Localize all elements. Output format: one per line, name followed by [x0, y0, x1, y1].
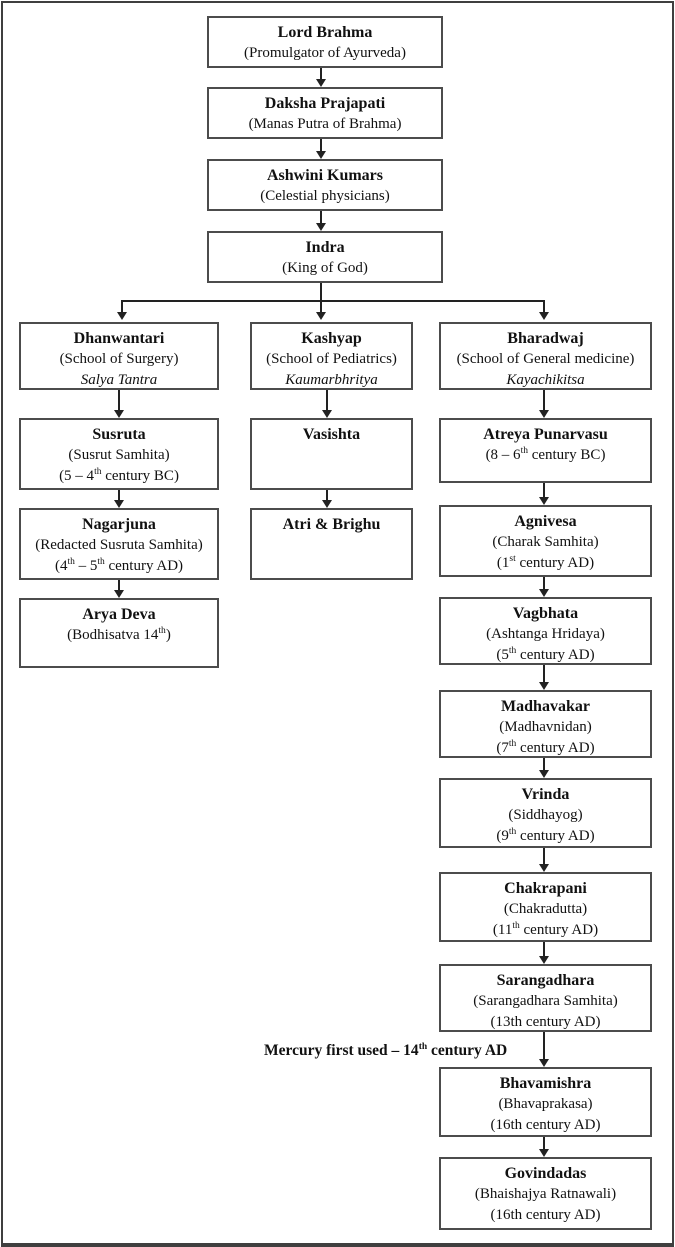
node-subtitle: (Manas Putra of Brahma) — [248, 116, 402, 132]
node-daksha-prajapati: Daksha Prajapati (Manas Putra of Brahma) — [207, 87, 443, 139]
node-vasishta: Vasishta — [250, 418, 413, 490]
node-subtitle: (Redacted Susruta Samhita) — [35, 537, 203, 553]
node-title: Govindadas — [504, 1165, 587, 1182]
node-subtitle: (Bodhisatva 14th) — [67, 626, 171, 643]
connector-arrow — [539, 665, 549, 690]
node-title: Vrinda — [521, 786, 570, 803]
node-period: (16th century AD) — [490, 1117, 601, 1133]
node-atri-brighu: Atri & Brighu — [250, 508, 413, 580]
connector-arrow — [539, 577, 549, 597]
node-period: (5th century AD) — [496, 646, 595, 663]
node-sanskrit-term: Kayachikitsa — [506, 372, 585, 388]
node-indra: Indra (King of God) — [207, 231, 443, 283]
connector-arrow — [539, 483, 549, 505]
node-period: (9th century AD) — [496, 827, 595, 844]
node-title: Atreya Punarvasu — [483, 426, 608, 443]
connector-arrow — [316, 139, 326, 159]
node-subtitle: (School of Surgery) — [59, 351, 179, 367]
node-title: Ashwini Kumars — [266, 167, 384, 184]
connector-arrow — [114, 580, 124, 598]
connector-arrow — [316, 301, 326, 320]
node-ashwini-kumars: Ashwini Kumars (Celestial physicians) — [207, 159, 443, 211]
node-subtitle: (Celestial physicians) — [260, 188, 390, 204]
node-period: (4th – 5th century AD) — [54, 557, 184, 574]
node-lord-brahma: Lord Brahma (Promulgator of Ayurveda) — [207, 16, 443, 68]
node-sanskrit-term: Kaumarbhritya — [285, 372, 378, 388]
connector-arrow — [539, 301, 549, 320]
connector-line — [121, 300, 545, 302]
node-susruta: Susruta (Susrut Samhita) (5 – 4th centur… — [19, 418, 219, 490]
connector-arrow — [322, 490, 332, 508]
connector-arrow — [316, 68, 326, 87]
node-subtitle: (Susrut Samhita) — [68, 447, 170, 463]
node-dhanwantari: Dhanwantari (School of Surgery) Salya Ta… — [19, 322, 219, 390]
connector-arrow — [114, 490, 124, 508]
connector-arrow — [539, 848, 549, 872]
node-vrinda: Vrinda (Siddhayog) (9th century AD) — [439, 778, 652, 848]
node-subtitle: (Madhavnidan) — [499, 719, 592, 735]
node-arya-deva: Arya Deva (Bodhisatva 14th) — [19, 598, 219, 668]
connector-arrow — [322, 390, 332, 418]
node-period: (1st century AD) — [496, 554, 595, 571]
node-bharadwaj: Bharadwaj (School of General medicine) K… — [439, 322, 652, 390]
connector-arrow — [539, 942, 549, 964]
node-title: Susruta — [92, 426, 146, 443]
node-title: Arya Deva — [82, 606, 156, 623]
node-subtitle: (Sarangadhara Samhita) — [473, 993, 618, 1009]
node-title: Bhavamishra — [499, 1075, 592, 1092]
node-atreya-punarvasu: Atreya Punarvasu (8 – 6th century BC) — [439, 418, 652, 483]
node-title: Nagarjuna — [82, 516, 156, 533]
node-subtitle: (School of General medicine) — [456, 351, 635, 367]
node-subtitle: (King of God) — [282, 260, 368, 276]
node-title: Agnivesa — [514, 513, 577, 530]
node-title: Chakrapani — [504, 880, 587, 897]
node-subtitle: (Bhavaprakasa) — [498, 1096, 593, 1112]
node-chakrapani: Chakrapani (Chakradutta) (11th century A… — [439, 872, 652, 942]
node-period: (16th century AD) — [490, 1207, 601, 1223]
connector-line — [320, 283, 322, 301]
node-period: (11th century AD) — [492, 921, 599, 938]
node-period: (13th century AD) — [490, 1014, 601, 1030]
node-period: (8 – 6th century BC) — [485, 446, 606, 463]
node-title: Vasishta — [302, 426, 361, 443]
mercury-annotation: Mercury first used – 14th century AD — [264, 1041, 508, 1059]
node-period: (7th century AD) — [496, 739, 595, 756]
node-agnivesa: Agnivesa (Charak Samhita) (1st century A… — [439, 505, 652, 577]
node-title: Bharadwaj — [507, 330, 584, 347]
connector-arrow — [539, 1032, 549, 1067]
node-nagarjuna: Nagarjuna (Redacted Susruta Samhita) (4t… — [19, 508, 219, 580]
node-subtitle: (School of Pediatrics) — [266, 351, 397, 367]
node-sanskrit-term: Salya Tantra — [80, 372, 158, 388]
node-kashyap: Kashyap (School of Pediatrics) Kaumarbhr… — [250, 322, 413, 390]
node-title: Vagbhata — [512, 605, 579, 622]
node-title: Daksha Prajapati — [264, 95, 386, 112]
node-vagbhata: Vagbhata (Ashtanga Hridaya) (5th century… — [439, 597, 652, 665]
node-govindadas: Govindadas (Bhaishajya Ratnawali) (16th … — [439, 1157, 652, 1230]
node-title: Indra — [305, 239, 345, 256]
node-title: Lord Brahma — [277, 24, 373, 41]
node-madhavakar: Madhavakar (Madhavnidan) (7th century AD… — [439, 690, 652, 758]
node-period: (5 – 4th century BC) — [59, 467, 179, 484]
node-subtitle: (Siddhayog) — [508, 807, 583, 823]
node-bhavamishra: Bhavamishra (Bhavaprakasa) (16th century… — [439, 1067, 652, 1137]
node-subtitle: (Charak Samhita) — [492, 534, 599, 550]
connector-arrow — [539, 390, 549, 418]
node-subtitle: (Bhaishajya Ratnawali) — [474, 1186, 617, 1202]
connector-arrow — [539, 1137, 549, 1157]
node-sarangadhara: Sarangadhara (Sarangadhara Samhita) (13t… — [439, 964, 652, 1032]
node-title: Kashyap — [301, 330, 362, 347]
connector-arrow — [539, 758, 549, 778]
node-subtitle: (Ashtanga Hridaya) — [486, 626, 605, 642]
connector-arrow — [117, 301, 127, 320]
connector-arrow — [316, 211, 326, 231]
node-title: Sarangadhara — [496, 972, 595, 989]
connector-arrow — [114, 390, 124, 418]
node-title: Madhavakar — [501, 698, 590, 715]
node-title: Atri & Brighu — [282, 516, 381, 533]
node-subtitle: (Promulgator of Ayurveda) — [244, 45, 406, 61]
node-title: Dhanwantari — [73, 330, 165, 347]
node-subtitle: (Chakradutta) — [503, 901, 588, 917]
